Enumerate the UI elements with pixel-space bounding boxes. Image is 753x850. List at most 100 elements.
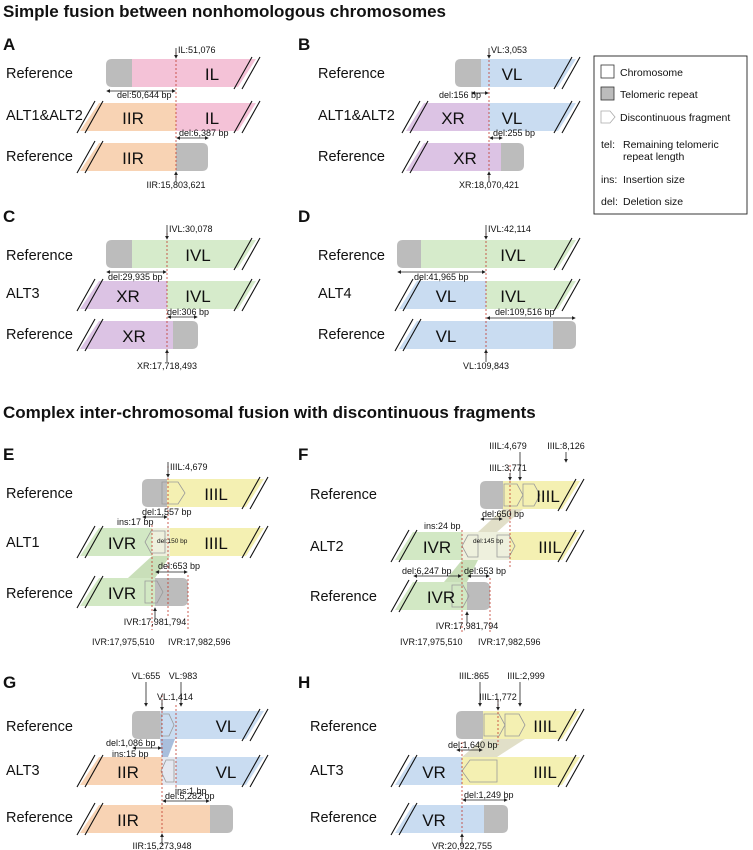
inserted-fragment xyxy=(152,528,170,556)
position-label: XR:17,718,493 xyxy=(137,361,197,371)
chr-label: IVL xyxy=(500,287,526,306)
telomere-block xyxy=(132,711,160,739)
telomere-swatch-icon xyxy=(600,86,615,101)
telomere-block xyxy=(553,321,576,349)
chr-label: IVR xyxy=(108,534,136,553)
deletion-label: del:306 bp xyxy=(167,307,209,317)
position-label: IIIL:2,999 xyxy=(507,671,545,681)
position-label: IVR:17,982,596 xyxy=(478,637,541,647)
panel-f: F Reference ALT2 Reference IIIL IVR IIIL… xyxy=(298,441,585,647)
break-marks xyxy=(390,802,418,836)
row-label: Reference xyxy=(6,810,73,826)
chr-label: IIIL xyxy=(204,534,228,553)
position-label: XR:18,070,421 xyxy=(459,180,519,190)
chromosome-iiil xyxy=(167,479,264,507)
row-label: ALT3 xyxy=(310,763,344,779)
chromosome-il xyxy=(132,59,256,87)
row-label: Reference xyxy=(310,810,377,826)
position-label: IL:51,076 xyxy=(178,45,216,55)
discontinuous-fragment-icon xyxy=(461,534,479,558)
discontinuous-fragment-icon xyxy=(483,713,506,737)
panel-b: B Reference ALT1&ALT2 Reference VL XR VL… xyxy=(298,35,581,190)
break-marks xyxy=(76,575,104,609)
chromosome-iiil xyxy=(483,711,580,739)
position-label: IIR:15,273,948 xyxy=(132,841,191,850)
panel-letter-a: A xyxy=(3,35,15,54)
break-marks xyxy=(76,802,104,836)
section-title-simple: Simple fusion between nonhomologous chro… xyxy=(3,2,446,21)
telomere-block xyxy=(480,481,503,509)
deletion-label: del:29,935 bp xyxy=(108,272,163,282)
break-marks xyxy=(76,754,269,788)
chr-label: VL xyxy=(502,65,523,84)
panel-letter-c: C xyxy=(3,207,15,226)
mapping-band xyxy=(128,556,170,578)
chromosome-xr xyxy=(80,281,167,309)
break-marks xyxy=(557,708,585,742)
legend-chromosome: Chromosome xyxy=(620,67,683,79)
chromosome-ivl xyxy=(167,281,256,309)
position-label: IIIL:3,771 xyxy=(489,463,527,473)
telomere-block xyxy=(142,479,167,507)
chromosome-iir xyxy=(80,757,162,785)
chromosome-vl xyxy=(399,321,553,349)
legend-tel-key: tel: xyxy=(601,139,615,151)
panel-letter-d: D xyxy=(298,207,310,226)
chr-label: IVR xyxy=(108,584,136,603)
chromosome-ivr xyxy=(395,582,467,610)
chr-label: IIIL xyxy=(538,538,562,557)
chr-label: IIR xyxy=(122,109,144,128)
inserted-fragment xyxy=(462,532,510,560)
break-marks xyxy=(553,237,581,271)
discontinuous-fragment-icon xyxy=(496,534,516,558)
discontinuous-fragment-icon xyxy=(161,481,186,505)
chr-label: IIIL xyxy=(533,763,557,782)
panel-e: E Reference ALT1 Reference IIIL IVR IIIL… xyxy=(3,445,269,647)
break-marks xyxy=(76,140,104,174)
chromosome-iiil xyxy=(462,757,580,785)
mapping-band xyxy=(462,739,525,757)
chr-label: IIR xyxy=(117,811,139,830)
chromosome-ivl xyxy=(421,240,576,268)
telomere-block xyxy=(210,805,233,833)
position-label: IVR:17,981,794 xyxy=(124,617,187,627)
discontinuous-fragment-icon xyxy=(503,483,524,507)
deletion-label: del:41,965 bp xyxy=(414,272,469,282)
telomere-block xyxy=(456,711,483,739)
chr-label: IVL xyxy=(185,246,211,265)
position-label: IVR:17,982,596 xyxy=(168,637,231,647)
row-label: ALT2 xyxy=(310,539,344,555)
insertion-label: ins:17 bp xyxy=(117,517,154,527)
row-label: Reference xyxy=(6,66,73,82)
break-marks xyxy=(390,529,585,563)
telomere-block xyxy=(106,59,132,87)
row-label: Reference xyxy=(6,586,73,602)
discontinuous-fragment-icon xyxy=(160,759,175,783)
chromosome-xr xyxy=(406,143,501,171)
break-marks xyxy=(390,754,585,788)
position-label: IIIL:1,772 xyxy=(479,692,517,702)
row-label: ALT3 xyxy=(6,763,40,779)
chr-label: XR xyxy=(122,327,146,346)
break-marks xyxy=(394,278,581,312)
panel-h: H Reference ALT3 Reference IIIL VR IIIL … xyxy=(298,671,585,850)
telomere-block xyxy=(397,240,421,268)
panel-letter-b: B xyxy=(298,35,310,54)
position-label: VL:3,053 xyxy=(491,45,527,55)
chr-label: IVR xyxy=(423,538,451,557)
panel-letter-f: F xyxy=(298,445,308,464)
row-label: Reference xyxy=(318,149,385,165)
discontinuous-arrow-icon xyxy=(600,110,616,124)
telomere-block xyxy=(155,578,188,606)
discontinuous-fragment-icon xyxy=(504,713,526,737)
chr-label: XR xyxy=(441,109,465,128)
chromosome-swatch-icon xyxy=(600,64,615,79)
row-label: ALT3 xyxy=(6,286,40,302)
deletion-label: del:145 bp xyxy=(473,538,504,545)
legend-frame xyxy=(593,55,748,215)
deletion-label: del:1,249 bp xyxy=(464,790,514,800)
chr-label: IIIL xyxy=(536,487,560,506)
position-label: VL:983 xyxy=(169,671,198,681)
inserted-fragment xyxy=(162,757,176,785)
chr-label: IL xyxy=(205,65,219,84)
